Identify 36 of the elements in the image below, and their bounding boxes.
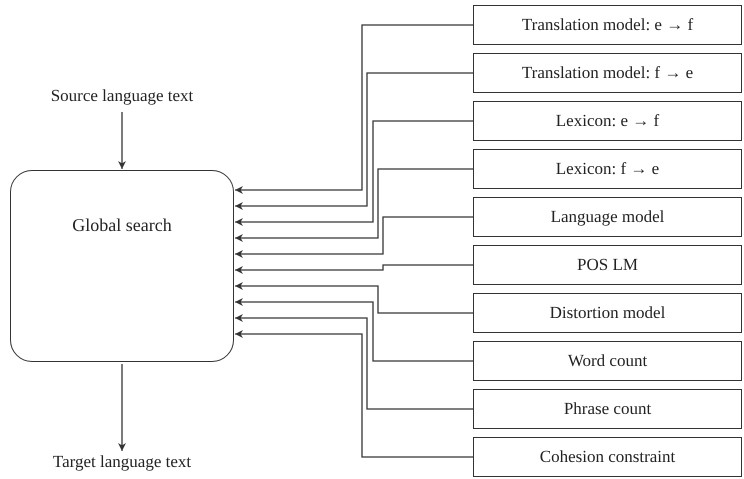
feature-box bbox=[473, 149, 742, 189]
box-label: Lexicon: f → e bbox=[556, 159, 660, 179]
arrow bbox=[235, 298, 473, 362]
box-label: Translation model: e → f bbox=[522, 15, 694, 35]
feature-box bbox=[473, 101, 742, 141]
feature-box bbox=[473, 197, 742, 237]
feature-box bbox=[473, 245, 742, 285]
arrow bbox=[235, 120, 473, 226]
feature-box bbox=[473, 389, 742, 429]
arrow bbox=[118, 364, 126, 451]
process-box bbox=[10, 170, 234, 362]
arrow bbox=[235, 24, 473, 194]
box-label: POS LM bbox=[577, 255, 638, 275]
feature-box bbox=[473, 53, 742, 93]
feature-box bbox=[473, 5, 742, 45]
arrow bbox=[235, 314, 473, 410]
box-label: Language model bbox=[550, 207, 664, 227]
feature-box bbox=[473, 437, 742, 477]
feature-box bbox=[473, 341, 742, 381]
arrow bbox=[235, 282, 473, 314]
arrow bbox=[118, 112, 126, 169]
io-label: Target language text bbox=[12, 452, 232, 476]
box-label: Phrase count bbox=[564, 399, 652, 419]
box-label: Lexicon: e → f bbox=[556, 111, 660, 131]
box-label: Distortion model bbox=[550, 303, 666, 323]
feature-box bbox=[473, 293, 742, 333]
arrow bbox=[235, 168, 473, 242]
box-label: Cohesion constraint bbox=[540, 447, 676, 467]
box-label: Global search bbox=[72, 215, 172, 237]
arrow bbox=[235, 216, 473, 258]
box-label: Word count bbox=[568, 351, 648, 371]
arrow bbox=[235, 264, 473, 274]
box-label: Translation model: f → e bbox=[522, 63, 694, 83]
io-label: Source language text bbox=[12, 86, 232, 110]
arrow bbox=[235, 72, 473, 210]
arrow bbox=[235, 330, 473, 458]
